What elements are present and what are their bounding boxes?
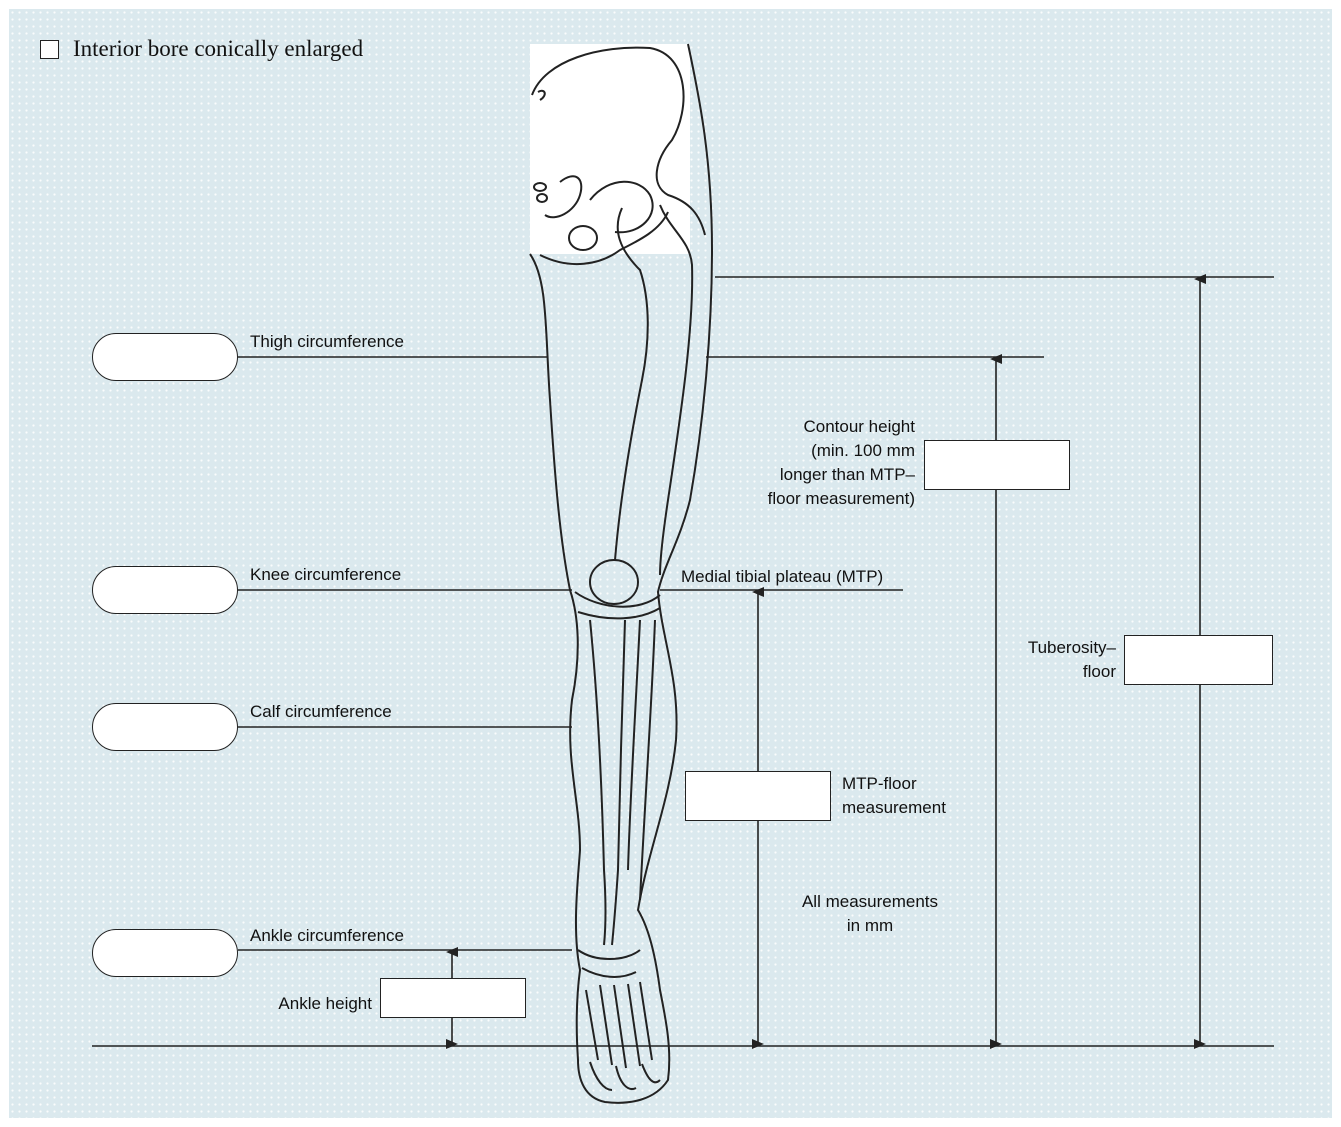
ankle-height-label: Ankle height [240, 992, 372, 1016]
units-note: All measurements in mm [770, 890, 970, 938]
tuberosity-floor-field[interactable] [1124, 635, 1273, 685]
knee-circumference-label: Knee circumference [250, 563, 401, 587]
mtp-floor-line-2: measurement [842, 796, 946, 820]
mtp-floor-field[interactable] [685, 771, 831, 821]
mtp-label: Medial tibial plateau (MTP) [681, 565, 883, 589]
contour-height-line-1: Contour height [735, 415, 915, 439]
mtp-floor-label: MTP-floor measurement [842, 772, 946, 820]
contour-height-line-3: longer than MTP– [735, 463, 915, 487]
thigh-circumference-field[interactable] [92, 333, 238, 381]
units-note-line-2: in mm [770, 914, 970, 938]
tuberosity-floor-line-1: Tuberosity– [1000, 636, 1116, 660]
calf-circumference-field[interactable] [92, 703, 238, 751]
conical-bore-checkbox[interactable] [40, 40, 59, 59]
units-note-line-1: All measurements [770, 890, 970, 914]
ankle-circumference-field[interactable] [92, 929, 238, 977]
mtp-floor-line-1: MTP-floor [842, 772, 946, 796]
conical-bore-label: Interior bore conically enlarged [73, 36, 363, 62]
thigh-circumference-label: Thigh circumference [250, 330, 404, 354]
contour-height-line-4: floor measurement) [735, 487, 915, 511]
ankle-height-field[interactable] [380, 978, 526, 1018]
tuberosity-floor-label: Tuberosity– floor [1000, 636, 1116, 684]
contour-height-label: Contour height (min. 100 mm longer than … [735, 415, 915, 511]
tuberosity-floor-line-2: floor [1000, 660, 1116, 684]
conical-bore-option[interactable]: Interior bore conically enlarged [40, 36, 363, 62]
contour-height-field[interactable] [924, 440, 1070, 490]
knee-circumference-field[interactable] [92, 566, 238, 614]
contour-height-line-2: (min. 100 mm [735, 439, 915, 463]
ankle-circumference-label: Ankle circumference [250, 924, 404, 948]
calf-circumference-label: Calf circumference [250, 700, 392, 724]
